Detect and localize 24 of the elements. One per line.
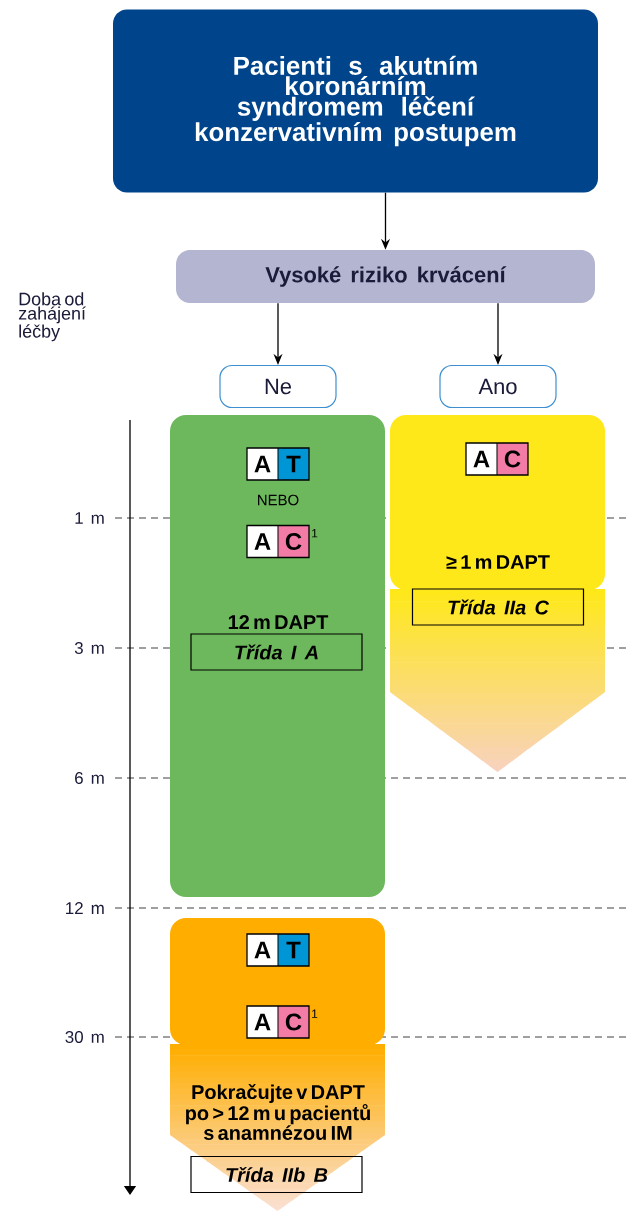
tick-label: 12 m bbox=[66, 902, 104, 914]
class-box: Třída IIa C bbox=[411, 588, 585, 626]
tick-label: 6 m bbox=[75, 772, 104, 784]
drug-badge: A C bbox=[246, 1005, 310, 1039]
panel-text: Pokračujte v DAPT po > 12 m u pacientů s anamnézou IM bbox=[186, 1084, 370, 1140]
drug-badge: A C bbox=[465, 442, 529, 476]
tick-label: 1 m bbox=[75, 512, 104, 524]
panel-text: 12 m DAPT bbox=[228, 615, 329, 629]
drug-badge: A T bbox=[246, 933, 310, 967]
axis-title: Doba od zahájení léčby bbox=[18, 292, 86, 342]
class-box: Třída I A bbox=[190, 633, 363, 671]
decision-box: Vysoké riziko krvácení bbox=[176, 250, 595, 303]
panel-text: ≥ 1 m DAPT bbox=[446, 555, 550, 569]
class-box: Třída IIb B bbox=[190, 1155, 363, 1194]
drug-badge: A C bbox=[246, 524, 310, 559]
footnote-mark: 1 bbox=[312, 529, 318, 538]
footnote-mark: 1 bbox=[312, 1009, 318, 1018]
drug-badge: A T bbox=[246, 447, 310, 481]
tick-label: 3 m bbox=[74, 642, 104, 654]
start-box: Pacienti s akutním koronárním syndromem léčení konzervativním postupem bbox=[113, 9, 598, 193]
panel-text: NEBO bbox=[258, 494, 299, 506]
tick-label: 30 m bbox=[65, 1031, 104, 1043]
answer-box: Ano bbox=[439, 364, 557, 409]
answer-box: Ne bbox=[219, 364, 337, 409]
